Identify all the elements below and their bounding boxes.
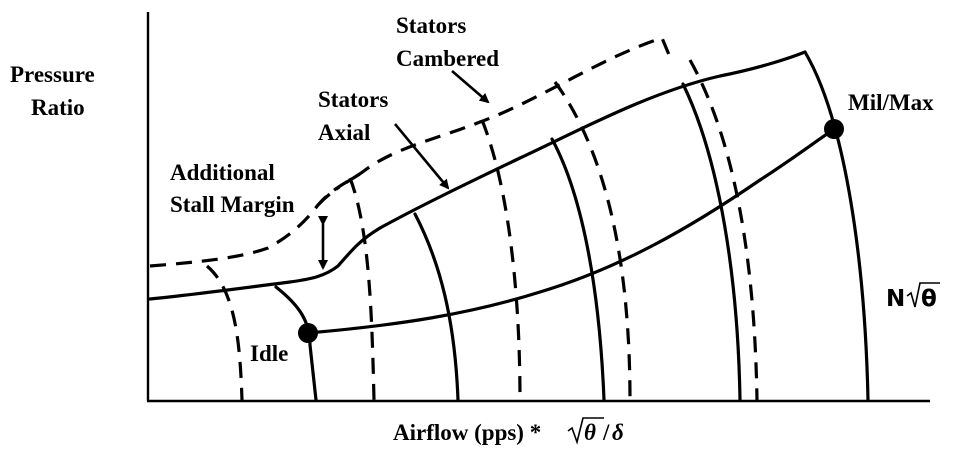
idle-point: [298, 323, 318, 343]
speed-line-solid-4: [681, 82, 742, 402]
stators-cambered-arrow: [451, 70, 490, 104]
speed-sqrt-sign: [906, 282, 940, 308]
mil-max-label: Mil/Max: [848, 90, 934, 115]
x-axis-slash: /: [602, 420, 610, 445]
mil-max-point: [824, 119, 844, 139]
speed-line-dashed-1: [205, 264, 244, 401]
x-axis-theta: θ: [584, 420, 596, 445]
x-axis-delta: δ: [612, 420, 624, 445]
speed-line-solid-2: [413, 212, 460, 402]
stators-axial-label-line2: Axial: [318, 120, 370, 145]
stators-axial-label-line1: Stators: [318, 87, 388, 112]
x-axis-sqrt-sign: [567, 417, 604, 445]
x-axis-label-text: Airflow (pps) *: [393, 420, 541, 445]
operating-line: [306, 126, 838, 335]
speed-line-dashed-5: [688, 59, 759, 401]
stators-cambered-label-line1: Stators: [396, 13, 466, 38]
stators-cambered-label-line2: Cambered: [396, 46, 499, 71]
stall-line-stators-axial: [148, 50, 807, 301]
speed-line-dashed-2: [348, 177, 376, 401]
speed-line-solid-1: [274, 285, 318, 402]
stators-axial-arrow: [393, 123, 450, 190]
speed-line-dashed-3: [480, 119, 522, 401]
y-axis-label-line2: Ratio: [31, 95, 85, 120]
stall-line-cambered-dashdot-segment: [316, 168, 367, 207]
stall-margin-label-line2: Stall Margin: [170, 192, 295, 217]
idle-label: Idle: [250, 341, 288, 366]
speed-line-dashed-4: [553, 81, 632, 401]
y-axis-label-line1: Pressure: [10, 62, 95, 87]
speed-theta-symbol: θ: [921, 286, 937, 312]
x-axis-label: Airflow (pps) * θ / δ: [393, 417, 624, 445]
stall-line-stators-cambered: [149, 36, 674, 268]
corrected-speed-label: N θ: [886, 282, 940, 312]
speed-n-letter: N: [886, 286, 905, 312]
speed-line-solid-5: [803, 50, 870, 402]
speed-line-solid-3: [550, 137, 606, 402]
stall-margin-label-line1: Additional: [170, 160, 275, 185]
